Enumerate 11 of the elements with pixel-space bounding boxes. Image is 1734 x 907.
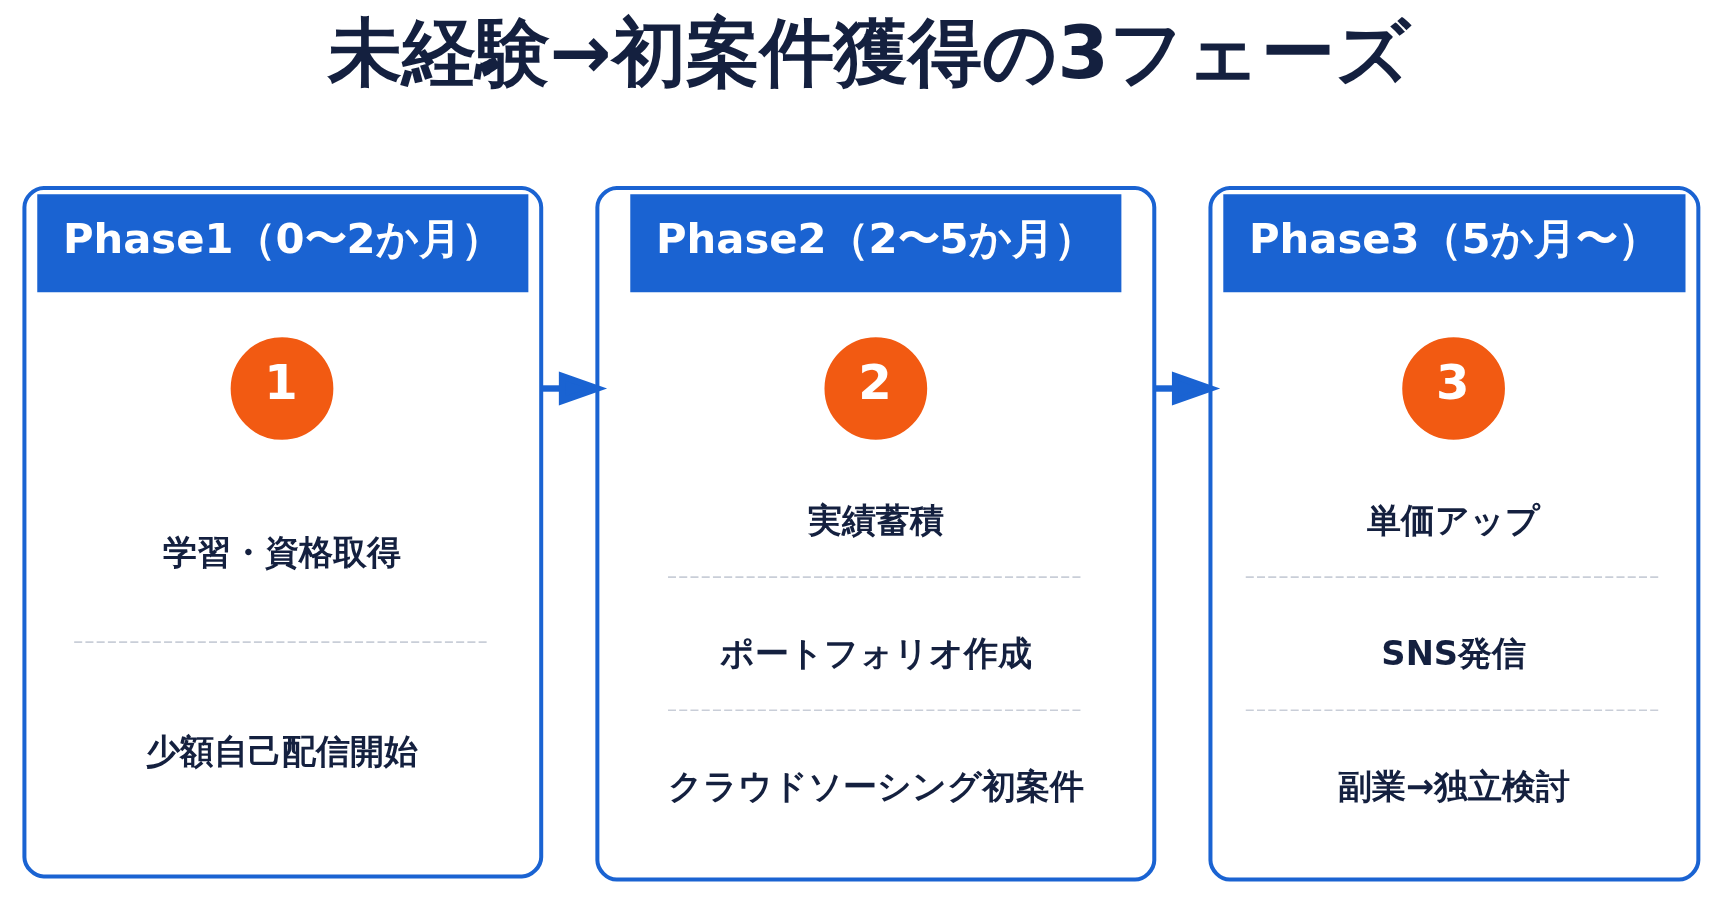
arrow xyxy=(1154,371,1221,406)
node-text: 学習・資格取得 xyxy=(163,532,402,572)
node-text: 実績蓄積 xyxy=(807,500,944,540)
node-text: SNS発信 xyxy=(1381,634,1527,674)
node-text: 単価アップ xyxy=(1366,500,1540,540)
node-text: 少額自己配信開始 xyxy=(146,731,419,771)
diagram-title: 未経験→初案件獲得の3フェーズ xyxy=(327,9,1411,96)
node-text: ポートフォリオ作成 xyxy=(720,634,1033,674)
node-text: クラウドソーシング初案件 xyxy=(667,767,1084,807)
node-text: 副業→独立検討 xyxy=(1338,767,1571,807)
arrow xyxy=(541,371,608,406)
